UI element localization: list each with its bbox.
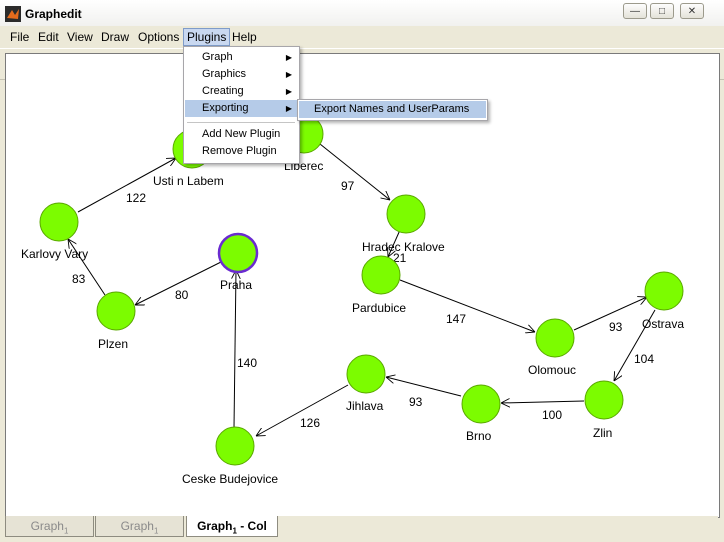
menu-edit[interactable]: Edit — [38, 30, 59, 44]
menu-item-label: Remove Plugin — [202, 145, 277, 157]
graph-node[interactable] — [346, 354, 386, 394]
node-label: Karlovy Vary — [21, 247, 88, 261]
node-label: Hradec Kralove — [362, 240, 445, 254]
graph-edge[interactable] — [614, 309, 656, 381]
tab-label: Graph — [30, 519, 64, 533]
submenu-arrow-icon: ▶ — [285, 53, 292, 62]
menu-file[interactable]: File — [10, 30, 30, 44]
submenu-arrow-icon: ▶ — [285, 104, 292, 113]
title-bar: Graphedit — □ ✕ — [0, 0, 724, 27]
submenu-arrow-icon: ▶ — [285, 87, 292, 96]
graph-edge[interactable] — [68, 239, 106, 296]
plugins-menu-item-creating[interactable]: Creating ▶ — [185, 83, 298, 100]
close-button[interactable]: ✕ — [680, 3, 704, 19]
tab-graph-col[interactable]: Graph1 - Col — [186, 516, 278, 537]
edge-label: 100 — [542, 408, 562, 422]
graph-nodes — [39, 114, 684, 466]
graph-tabs: Graph1 Graph1 Graph1 - Col — [5, 516, 718, 538]
exporting-submenu: Export Names and UserParams — [297, 99, 488, 121]
menu-item-label: Exporting — [202, 102, 249, 114]
node-label: Usti n Labem — [153, 174, 224, 188]
tab-label: Graph — [120, 519, 154, 533]
edge-label: 93 — [409, 395, 423, 409]
node-label: Ostrava — [642, 317, 684, 331]
graph-drawing[interactable]: 122 97 83 80 21 147 93 104 140 126 93 10… — [6, 54, 719, 517]
menu-item-label: Graph — [202, 51, 233, 63]
node-label: Praha — [220, 278, 252, 292]
menu-draw[interactable]: Draw — [101, 30, 130, 44]
edge-label: 147 — [446, 312, 466, 326]
menu-help[interactable]: Help — [232, 30, 257, 44]
graph-edge[interactable] — [386, 377, 462, 397]
menu-options[interactable]: Options — [138, 30, 180, 44]
graph-edges — [68, 143, 656, 436]
window-title: Graphedit — [25, 7, 82, 21]
tab-suffix: - Col — [236, 519, 267, 533]
plugins-menu-item-add-new-plugin[interactable]: Add New Plugin — [185, 126, 298, 143]
tab-subscript: 1 — [153, 526, 159, 536]
submenu-arrow-icon: ▶ — [285, 70, 292, 79]
menu-bar: File Edit View Draw Options Plugins Help — [0, 26, 724, 46]
graph-edge[interactable] — [501, 401, 585, 403]
menu-item-label: Add New Plugin — [202, 128, 281, 140]
graph-node-selected[interactable] — [217, 232, 259, 274]
graph-edge[interactable] — [256, 384, 349, 436]
menu-plugins[interactable]: Plugins — [183, 28, 231, 46]
menu-separator — [187, 122, 295, 123]
menu-item-label: Creating — [202, 85, 244, 97]
node-label: Jihlava — [346, 399, 384, 413]
plugins-menu-item-graph[interactable]: Graph ▶ — [185, 49, 298, 66]
edge-label: 93 — [609, 320, 623, 334]
graph-node[interactable] — [215, 426, 255, 466]
tab-graph-1[interactable]: Graph1 — [5, 516, 94, 537]
graph-node[interactable] — [584, 380, 624, 420]
graph-node[interactable] — [644, 271, 684, 311]
graph-node[interactable] — [461, 384, 501, 424]
node-label: Zlin — [593, 426, 612, 440]
tab-label: Graph — [197, 519, 233, 533]
node-label: Olomouc — [528, 363, 576, 377]
edge-label: 140 — [237, 356, 257, 370]
graph-node[interactable] — [535, 318, 575, 358]
graph-edge-labels: 122 97 83 80 21 147 93 104 140 126 93 10… — [72, 179, 654, 430]
menu-view[interactable]: View — [67, 30, 93, 44]
graph-edge[interactable] — [135, 261, 222, 305]
menu-item-label: Graphics — [202, 68, 247, 80]
plugins-dropdown-menu: Graph ▶ Graphics ▶ Creating ▶ Exporting … — [183, 46, 300, 164]
edge-label: 122 — [126, 191, 146, 205]
edge-label: 80 — [175, 288, 189, 302]
edge-label: 97 — [341, 179, 355, 193]
plugins-menu-item-exporting[interactable]: Exporting ▶ — [185, 100, 298, 117]
minimize-button[interactable]: — — [623, 3, 647, 19]
matlab-app-icon — [5, 6, 21, 22]
edge-label: 83 — [72, 272, 86, 286]
node-label: Pardubice — [352, 301, 406, 315]
graph-edge[interactable] — [319, 143, 390, 200]
plugins-menu-item-remove-plugin[interactable]: Remove Plugin — [185, 143, 298, 160]
tab-subscript: 1 — [63, 526, 69, 536]
node-label: Plzen — [98, 337, 128, 351]
graph-node[interactable] — [39, 202, 79, 242]
export-names-userparams-item[interactable]: Export Names and UserParams — [299, 101, 486, 118]
tab-subscript: 1 — [232, 526, 237, 536]
edge-label: 21 — [393, 251, 407, 265]
node-label: Ceske Budejovice — [182, 472, 278, 486]
graph-edge[interactable] — [573, 297, 647, 331]
edge-label: 104 — [634, 352, 654, 366]
graph-edge[interactable] — [77, 158, 176, 213]
graph-edge[interactable] — [234, 270, 236, 429]
node-label: Brno — [466, 429, 492, 443]
edge-label: 126 — [300, 416, 320, 430]
plugins-menu-item-graphics[interactable]: Graphics ▶ — [185, 66, 298, 83]
graph-edge[interactable] — [399, 279, 535, 332]
graph-canvas[interactable]: 122 97 83 80 21 147 93 104 140 126 93 10… — [5, 53, 720, 518]
maximize-button[interactable]: □ — [650, 3, 674, 19]
graph-node[interactable] — [96, 291, 136, 331]
graph-edge[interactable] — [388, 229, 401, 257]
tab-graph-2[interactable]: Graph1 — [95, 516, 184, 537]
graph-node[interactable] — [386, 194, 426, 234]
graph-node[interactable] — [361, 255, 401, 295]
